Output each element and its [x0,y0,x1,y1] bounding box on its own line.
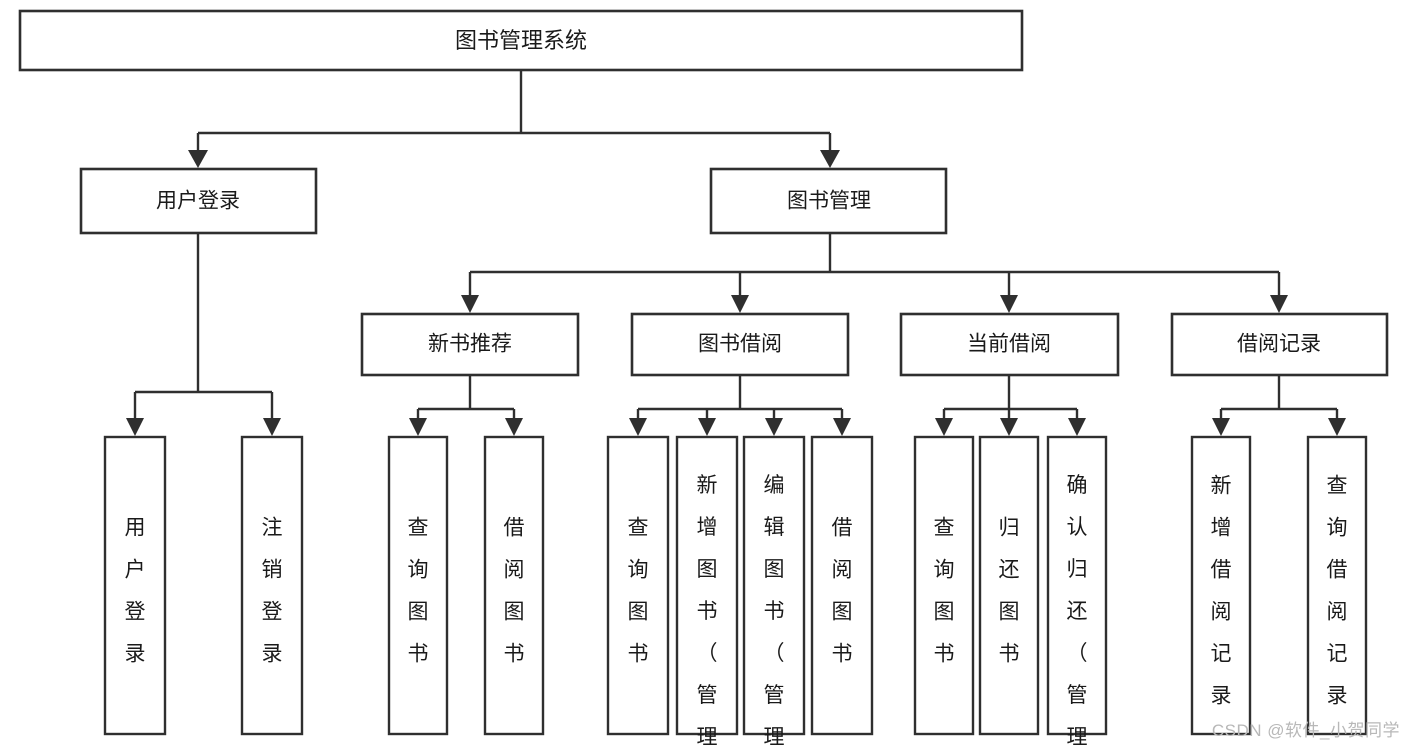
node-user-login[interactable]: 用户登录 [79,167,318,235]
watermark-csdn: CSDN @软件_小贺同学 [1211,721,1400,740]
arrowhead-leaf-borrow-book-2 [833,418,851,436]
node-borrow-record-label: 借阅记录 [1237,333,1321,356]
leaf-leaf-query-book-3[interactable]: 查询图书 [913,435,975,736]
leaf-label: 查询图书 [934,516,955,665]
leaf-leaf-query-record[interactable]: 查询借阅记录 [1306,435,1368,736]
arrowhead-leaf-logout [263,418,281,436]
connector-layer [126,70,1346,436]
leaf-box[interactable] [606,435,670,736]
node-book-manage-label: 图书管理 [787,190,871,213]
leaf-leaf-borrow-book-2[interactable]: 借阅图书 [810,435,874,736]
leaf-label: 编辑图书（管理员） [764,474,785,747]
leaf-box[interactable] [675,435,739,736]
arrowhead-leaf-query-record [1328,418,1346,436]
leaf-leaf-query-book-2[interactable]: 查询图书 [606,435,670,736]
leaf-layer: 用户登录 注销登录 查询图书 借阅图书 查询图书 新增图书（管理员） 编辑图书（管理员） 借阅… [103,435,1368,747]
node-root-label: 图书管理系统 [455,28,587,53]
arrowhead-borrow-record [1270,295,1288,313]
arrowhead-leaf-add-book [698,418,716,436]
node-root[interactable]: 图书管理系统 [18,9,1024,72]
leaf-box[interactable] [103,435,167,736]
leaf-box[interactable] [1190,435,1252,736]
leaf-box[interactable] [810,435,874,736]
leaf-leaf-borrow-book-1[interactable]: 借阅图书 [483,435,545,736]
node-current-borrow-label: 当前借阅 [967,333,1051,356]
arrowhead-leaf-query-book-3 [935,418,953,436]
node-user-login-box[interactable] [79,167,318,235]
leaf-box[interactable] [240,435,304,736]
leaf-label: 注销登录 [262,516,283,665]
node-book-manage-box[interactable] [709,167,948,235]
arrowhead-new-book-recommend [461,295,479,313]
leaf-label: 归还图书 [999,516,1020,665]
arrowhead-leaf-add-record [1212,418,1230,436]
leaf-label: 借阅图书 [504,516,525,665]
node-new-book-recommend-box[interactable] [360,312,580,377]
leaf-label: 借阅图书 [832,516,853,665]
arrowhead-book-manage [820,150,840,168]
arrowhead-leaf-query-book-1 [409,418,427,436]
leaf-leaf-return-book[interactable]: 归还图书 [978,435,1040,736]
leaf-label: 查询图书 [408,516,429,665]
leaf-leaf-query-book-1[interactable]: 查询图书 [387,435,449,736]
arrowhead-leaf-return-book [1000,418,1018,436]
arrowhead-leaf-edit-book [765,418,783,436]
leaf-label: 查询图书 [628,516,649,665]
leaf-leaf-confirm-return[interactable]: 确认归还（管理员） [1046,435,1108,747]
node-new-book-recommend-label: 新书推荐 [428,333,512,356]
arrowhead-user-login [188,150,208,168]
leaf-box[interactable] [742,435,806,736]
node-current-borrow-box[interactable] [899,312,1120,377]
leaf-box[interactable] [483,435,545,736]
leaf-leaf-add-record[interactable]: 新增借阅记录 [1190,435,1252,736]
leaf-box[interactable] [387,435,449,736]
node-current-borrow[interactable]: 当前借阅 [899,312,1120,377]
node-new-book-recommend[interactable]: 新书推荐 [360,312,580,377]
leaf-leaf-edit-book[interactable]: 编辑图书（管理员） [742,435,806,747]
leaf-leaf-user-login[interactable]: 用户登录 [103,435,167,736]
node-book-manage[interactable]: 图书管理 [709,167,948,235]
node-book-borrow-box[interactable] [630,312,850,377]
arrowhead-leaf-user-login [126,418,144,436]
leaf-box[interactable] [1306,435,1368,736]
arrowhead-leaf-confirm-return [1068,418,1086,436]
arrowhead-leaf-query-book-2 [629,418,647,436]
leaf-label: 查询借阅记录 [1327,474,1348,707]
leaf-box[interactable] [1046,435,1108,736]
leaf-label: 新增借阅记录 [1211,474,1232,707]
arrowhead-book-borrow [731,295,749,313]
leaf-leaf-logout[interactable]: 注销登录 [240,435,304,736]
leaf-label: 新增图书（管理员） [697,474,718,747]
node-borrow-record[interactable]: 借阅记录 [1170,312,1389,377]
leaf-label: 确认归还（管理员） [1067,474,1088,747]
arrowhead-current-borrow [1000,295,1018,313]
node-borrow-record-box[interactable] [1170,312,1389,377]
node-user-login-label: 用户登录 [156,190,240,213]
leaf-label: 用户登录 [125,516,146,665]
leaf-leaf-add-book[interactable]: 新增图书（管理员） [675,435,739,747]
node-book-borrow[interactable]: 图书借阅 [630,312,850,377]
leaf-box[interactable] [913,435,975,736]
node-book-borrow-label: 图书借阅 [698,333,782,356]
leaf-box[interactable] [978,435,1040,736]
node-root-box[interactable] [18,9,1024,72]
arrowhead-leaf-borrow-book-1 [505,418,523,436]
